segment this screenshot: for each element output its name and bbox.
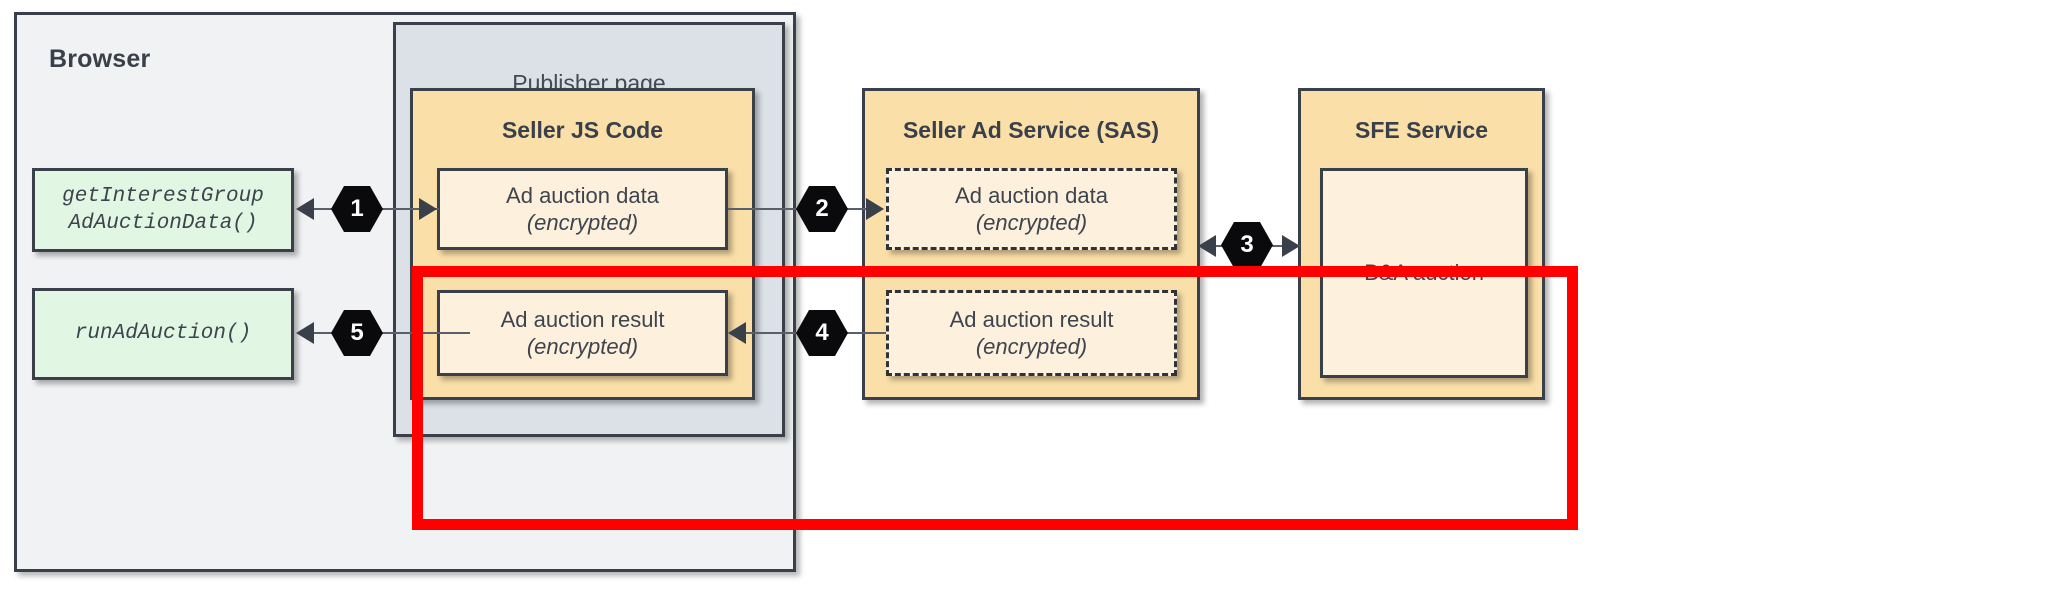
arrow-head-5-left [296,322,314,344]
data-box-line1: Ad auction result [500,306,665,332]
api-label-line1: getInterestGroup [62,184,264,208]
data-box-line2: (encrypted) [975,334,1088,359]
step-badge-4: 4 [796,310,848,356]
step-badge-2: 2 [796,186,848,232]
bna-auction-label: B&A auction [1364,260,1484,286]
connector-line-5 [300,332,470,334]
data-box-line2: (encrypted) [526,210,639,235]
data-box-line2: (encrypted) [975,210,1088,235]
api-label-line1: runAdAuction() [74,322,252,346]
seller-js-ad-auction-data-box[interactable]: Ad auction data (encrypted) [437,168,728,250]
sas-ad-auction-data-box[interactable]: Ad auction data (encrypted) [886,168,1177,250]
data-box-line1: Ad auction data [506,182,659,208]
sfe-service-title: SFE Service [1355,117,1488,143]
api-box-get-interest-group-ad-auction-data[interactable]: getInterestGroup AdAuctionData() [32,168,294,252]
sas-ad-auction-result-box[interactable]: Ad auction result (encrypted) [886,290,1177,376]
browser-label: Browser [49,45,151,73]
data-box-line1: Ad auction data [955,182,1108,208]
api-label-line2: AdAuctionData() [68,212,258,235]
seller-js-code-title: Seller JS Code [501,117,664,143]
data-box-line1: Ad auction result [949,306,1114,332]
bna-auction-box[interactable]: B&A auction [1320,168,1528,378]
step-badge-3: 3 [1221,222,1273,268]
arrow-head-1-left [296,198,314,220]
arrow-head-1-right [419,198,437,220]
api-box-run-ad-auction[interactable]: runAdAuction() [32,288,294,380]
arrow-head-2-right [866,198,884,220]
arrow-head-4-left [728,322,746,344]
seller-js-ad-auction-result-box[interactable]: Ad auction result (encrypted) [437,290,728,376]
arrow-head-3-right [1282,235,1300,257]
data-box-line2: (encrypted) [526,334,639,359]
arrow-head-3-left [1198,235,1216,257]
seller-ad-service-title: Seller Ad Service (SAS) [902,117,1160,143]
